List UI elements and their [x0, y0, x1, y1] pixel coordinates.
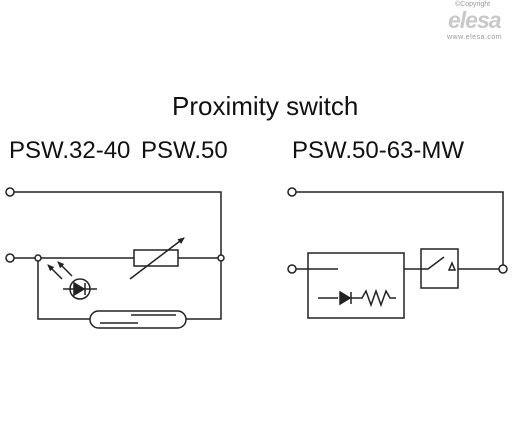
terminal-bottom-left	[5, 253, 15, 263]
electronic-module	[307, 252, 405, 319]
wire-loop	[37, 261, 222, 320]
left-circuit	[5, 187, 225, 329]
led-icon	[47, 261, 97, 300]
diagram-title: Proximity switch	[172, 91, 359, 121]
label-psw-32-40: PSW.32-40	[9, 137, 131, 164]
terminal-bottom-right	[287, 264, 297, 274]
variable-resistor	[129, 237, 185, 280]
label-psw-50: PSW.50	[141, 137, 228, 164]
copyright-notice: ©Copyright	[455, 1, 491, 8]
elesa-logo: elesa	[448, 7, 502, 33]
junction-far-right	[498, 264, 508, 274]
wire-top-right	[296, 191, 504, 265]
website-url: www.elesa.com	[447, 34, 503, 41]
reed-switch	[89, 310, 187, 329]
junction-right	[217, 254, 225, 262]
junction-left	[34, 254, 42, 262]
terminal-top-right	[287, 187, 297, 197]
label-psw-50-63-mw: PSW.50-63-MW	[292, 137, 465, 164]
switch-box	[420, 248, 459, 289]
right-circuit	[287, 187, 508, 319]
wire-top-left	[14, 191, 222, 258]
terminal-top-left	[5, 187, 15, 197]
